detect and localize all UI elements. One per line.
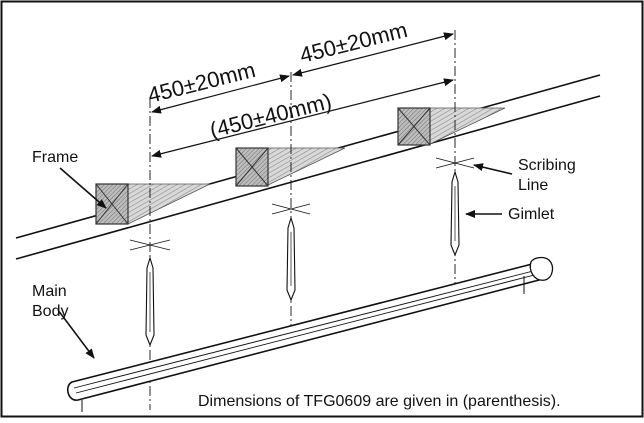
main-body-rail [66, 256, 554, 412]
scribing-marks [129, 157, 475, 251]
frame-block-2 [235, 147, 346, 187]
gimlet-2 [286, 216, 296, 302]
dimension-text-3: (450±40mm) [207, 88, 334, 142]
scribing-line-label-line1: Scribing [518, 157, 576, 174]
main-body-label-line1: Main [32, 283, 67, 300]
gimlet-label: Gimlet [508, 206, 555, 223]
dimension-text-1: 450±20mm [145, 57, 258, 108]
gimlet-3 [450, 170, 460, 257]
dimension-lines [151, 32, 454, 158]
frame-block-1 [95, 183, 211, 225]
frame-label: Frame [32, 149, 78, 166]
scribing-line-label-line2: Line [518, 177, 548, 194]
label-leaders [57, 163, 513, 359]
gimlet-1 [145, 256, 155, 347]
footnote: Dimensions of TFG0609 are given in (pare… [198, 393, 561, 410]
main-body-label-line2: Body [32, 303, 68, 320]
dimension-text-2: 450±20mm [297, 17, 410, 68]
